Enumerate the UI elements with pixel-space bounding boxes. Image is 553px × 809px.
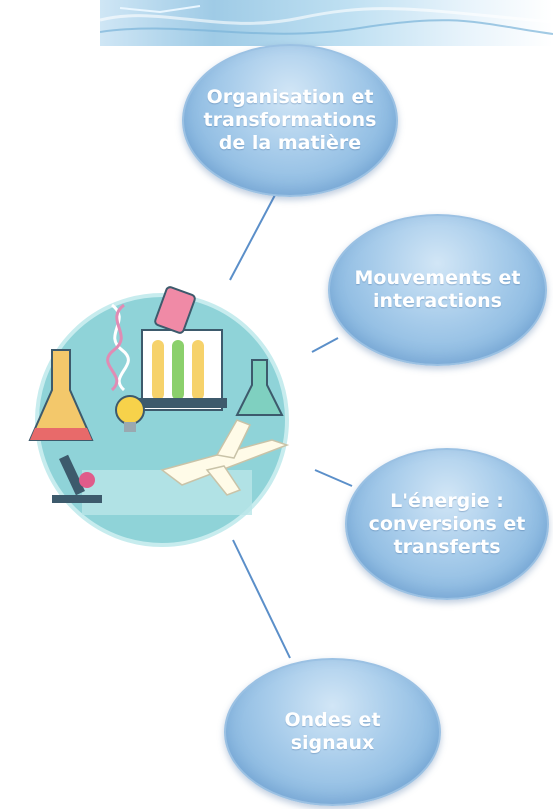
flask-icon — [28, 349, 94, 441]
dna-icon — [106, 303, 130, 392]
topic-label: L'énergie : conversions et transferts — [368, 489, 526, 558]
topic-bubble-energie: L'énergie : conversions et transferts — [345, 448, 549, 600]
flask-icon — [235, 359, 284, 416]
topic-label: Organisation et transformations de la ma… — [203, 86, 377, 154]
science-illustration — [28, 286, 290, 547]
topic-label: Ondes et signaux — [284, 709, 381, 754]
light-bulb-icon — [115, 395, 145, 432]
topic-label: Mouvements et interactions — [354, 267, 521, 312]
connector-matiere — [229, 194, 276, 281]
topic-bubble-matiere: Organisation et transformations de la ma… — [182, 44, 398, 197]
microscope-icon — [52, 454, 102, 503]
connector-mouvements — [311, 337, 339, 353]
connector-ondes — [232, 539, 291, 659]
airplane-icon — [160, 419, 290, 496]
connector-energie — [314, 469, 353, 487]
flask-icon — [154, 286, 196, 334]
topic-bubble-ondes: Ondes et signaux — [224, 658, 441, 806]
test-tube-rack-icon — [137, 329, 227, 411]
header-banner — [100, 0, 553, 46]
topic-bubble-mouvements: Mouvements et interactions — [328, 214, 547, 366]
